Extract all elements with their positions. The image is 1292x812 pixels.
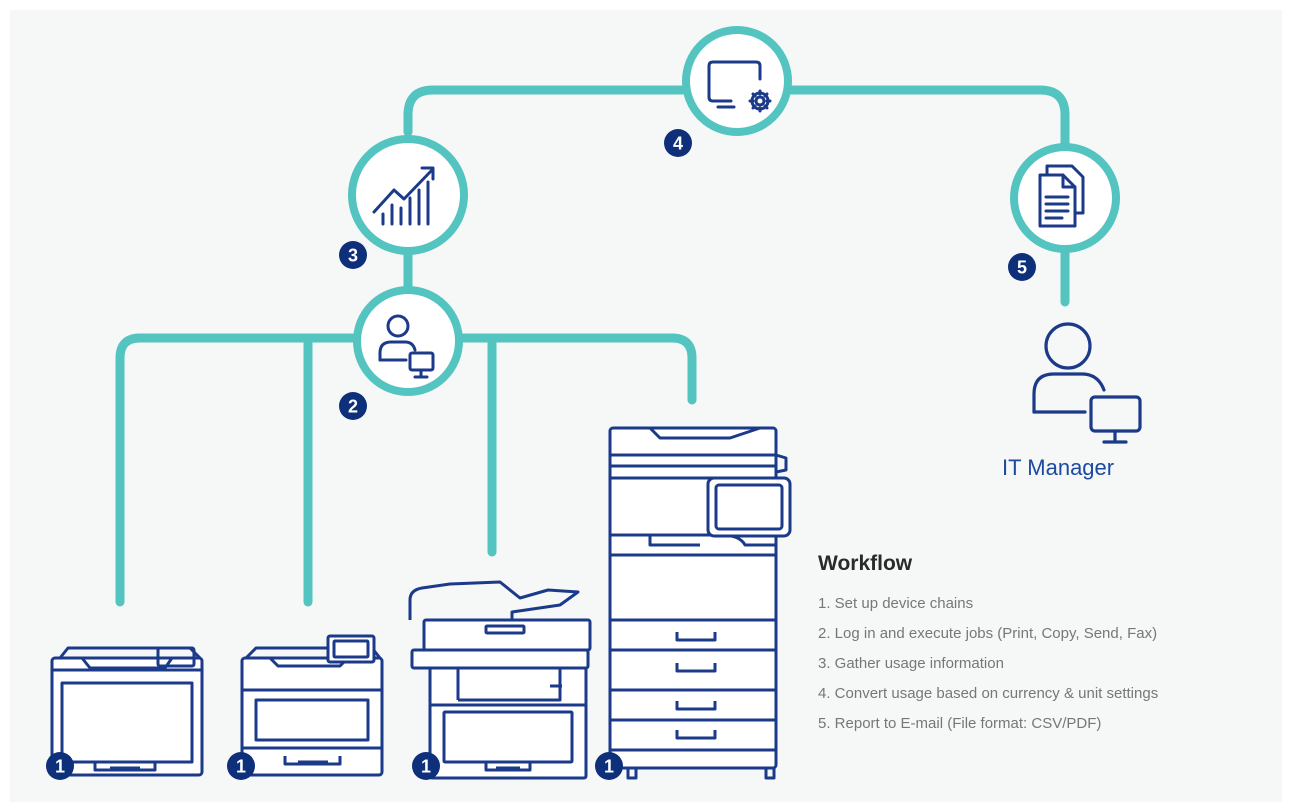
monitor-gear-icon: [707, 60, 772, 113]
workflow-step: 2. Log in and execute jobs (Print, Copy,…: [818, 625, 1158, 642]
user-node: [353, 286, 463, 396]
badge-analytics: 3: [339, 241, 367, 269]
chart-growth-icon: [372, 166, 435, 226]
report-node: [1010, 143, 1120, 253]
settings-node-circle: [682, 26, 792, 136]
badge-user: 2: [339, 392, 367, 420]
badge-settings: 4: [664, 129, 692, 157]
workflow-steps: 1. Set up device chains 2. Log in and ex…: [818, 595, 1158, 745]
badge-analytics-label: 3: [348, 246, 358, 266]
mfp-device-3: [408, 580, 592, 780]
manager-body: [1032, 372, 1106, 414]
badge-settings-label: 4: [673, 134, 683, 154]
it-manager-figure: [1032, 322, 1142, 444]
workflow-step: 4. Convert usage based on currency & uni…: [818, 685, 1159, 702]
it-manager-label: IT Manager: [1002, 455, 1115, 480]
workflow-step: 3. Gather usage information: [818, 655, 1004, 672]
badge-user-label: 2: [348, 397, 358, 417]
badge-device-3-label: 1: [421, 757, 431, 777]
badge-device-3: 1: [412, 752, 440, 780]
analytics-node: [348, 135, 468, 255]
badge-device-4-label: 1: [604, 757, 614, 777]
workflow-title: Workflow: [818, 552, 913, 575]
badge-report: 5: [1008, 253, 1036, 281]
badge-device-2: 1: [227, 752, 255, 780]
user-monitor-icon: [378, 314, 435, 379]
printer-device-2: [240, 634, 384, 777]
badge-device-1-label: 1: [55, 757, 65, 777]
badge-device-4: 1: [595, 752, 623, 780]
device-bus-right: [450, 333, 697, 405]
settings-node: [682, 26, 792, 136]
workflow-step: 5. Report to E-mail (File format: CSV/PD…: [818, 715, 1102, 732]
badge-device-2-label: 1: [236, 757, 246, 777]
manager-monitor: [1089, 395, 1142, 433]
badges: 4 3 2 5 1 1 1: [46, 129, 1036, 780]
connector-lines: [115, 85, 1070, 607]
document-icon: [1038, 164, 1085, 228]
workflow-step: 1. Set up device chains: [818, 595, 974, 612]
badge-report-label: 5: [1017, 258, 1027, 278]
manager-head: [1044, 322, 1092, 370]
mfp-device-4: [608, 426, 792, 780]
device-bus-left: [115, 333, 365, 607]
badge-device-1: 1: [46, 752, 74, 780]
printer-device-1: [50, 646, 204, 777]
